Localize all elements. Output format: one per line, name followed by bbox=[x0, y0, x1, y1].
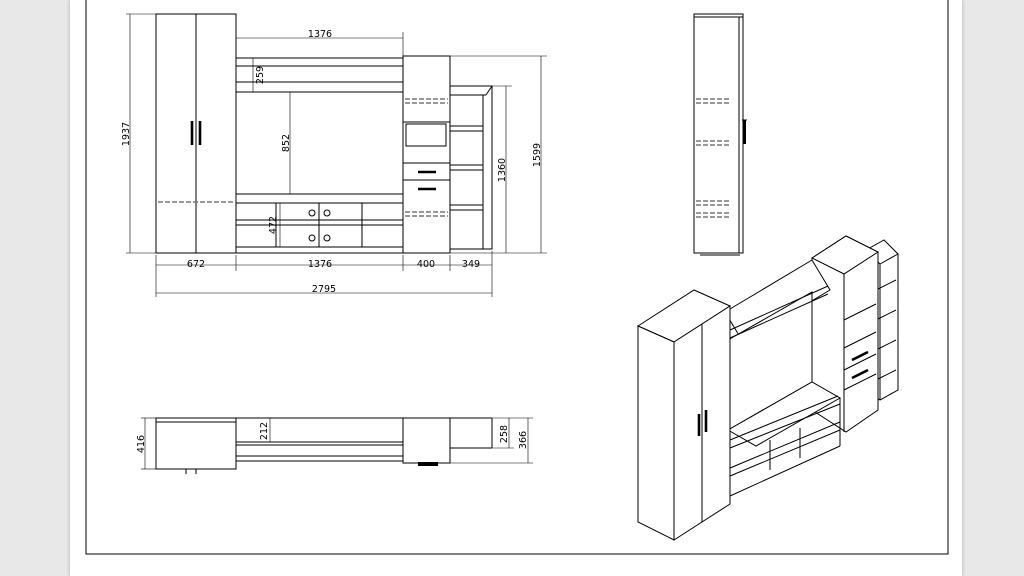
dim-total-height: 1937 bbox=[121, 122, 132, 146]
plinth bbox=[235, 246, 404, 254]
dim-tv-height: 852 bbox=[281, 134, 292, 152]
dim-tower-width: 400 bbox=[417, 259, 435, 270]
tower-cabinet bbox=[402, 55, 451, 254]
drawing-frame bbox=[85, 0, 949, 555]
dim-top-width: 1376 bbox=[308, 29, 332, 40]
knob-icon bbox=[323, 234, 331, 242]
top-shelf bbox=[235, 57, 404, 67]
drawing-page: 1376 259 852 1937 472 1360 1599 672 1376… bbox=[70, 0, 962, 576]
dim-shelf-width: 349 bbox=[462, 259, 480, 270]
right-shelf bbox=[449, 85, 493, 250]
dim-right-shelf-height: 1360 bbox=[497, 158, 508, 182]
dim-total-width: 2795 bbox=[312, 284, 336, 295]
tv-shelf bbox=[235, 193, 404, 204]
side-view bbox=[693, 13, 747, 256]
plan-view: 416 212 258 366 bbox=[136, 417, 533, 474]
front-view: 1376 259 852 1937 472 1360 1599 672 1376… bbox=[121, 13, 547, 297]
dim-left-cabinet-width: 672 bbox=[187, 259, 205, 270]
isometric-view bbox=[636, 235, 899, 541]
knob-icon bbox=[323, 209, 331, 217]
dim-center-width: 1376 bbox=[308, 259, 332, 270]
dim-depth-left: 416 bbox=[136, 435, 147, 453]
dim-depth-center: 212 bbox=[259, 422, 270, 440]
dim-base-height: 472 bbox=[268, 216, 279, 234]
dim-depth-shelf: 258 bbox=[499, 425, 510, 443]
dim-depth-tower: 366 bbox=[518, 431, 529, 449]
knob-icon bbox=[308, 209, 316, 217]
knob-icon bbox=[308, 234, 316, 242]
technical-drawing: 1376 259 852 1937 472 1360 1599 672 1376… bbox=[85, 0, 949, 555]
dim-top-gap: 259 bbox=[255, 66, 266, 84]
dim-tower-height: 1599 bbox=[532, 143, 543, 167]
